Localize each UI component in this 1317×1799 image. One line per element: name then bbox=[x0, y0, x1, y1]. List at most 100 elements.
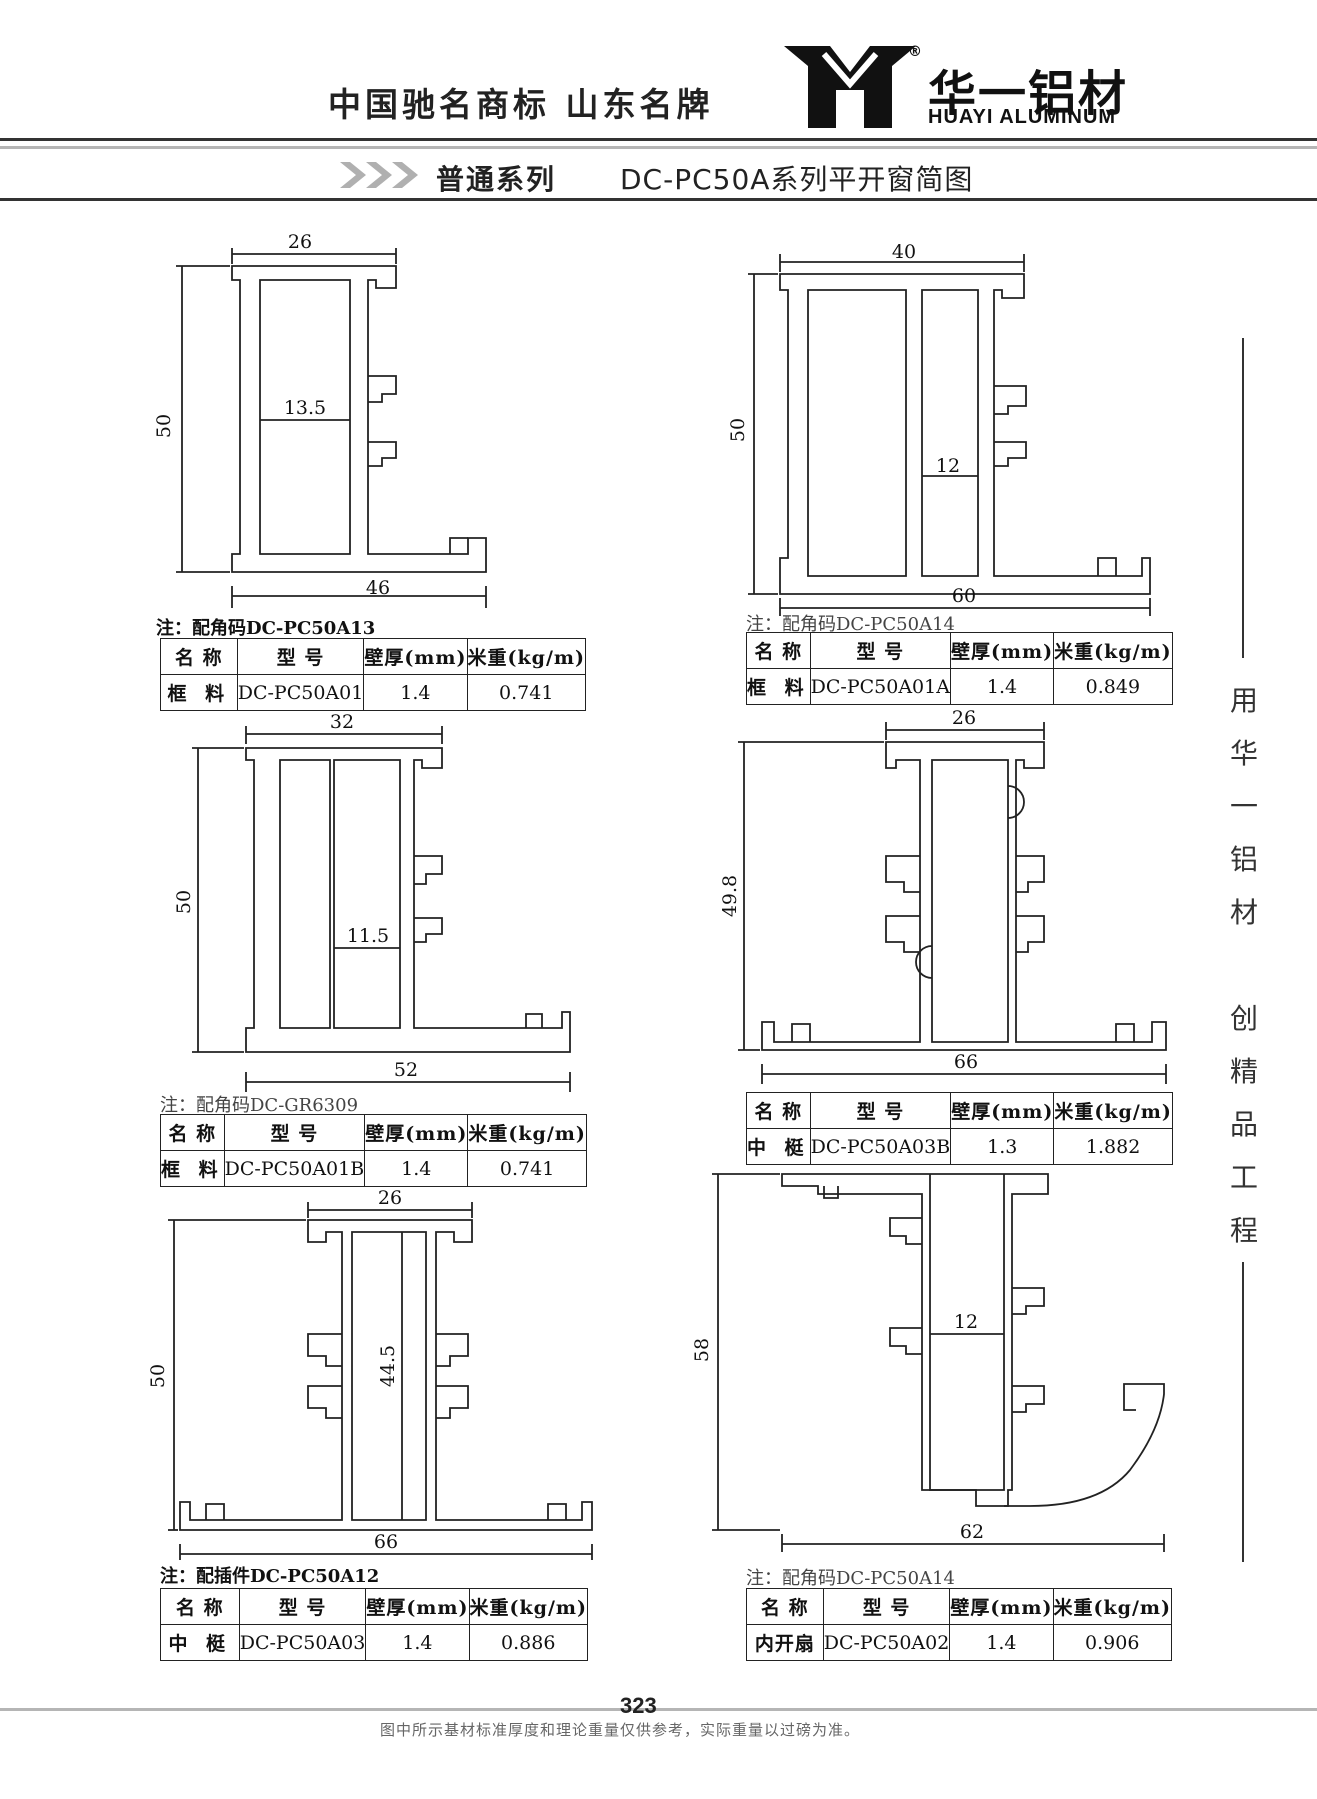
dim-height: 50 bbox=[727, 418, 749, 442]
dim-bottom: 62 bbox=[960, 1521, 984, 1543]
profile-note-p2: 注：配角码DC-PC50A14 bbox=[746, 614, 955, 635]
header-thickness: 壁厚(mm) bbox=[950, 1092, 1055, 1129]
dim-height: 50 bbox=[173, 890, 195, 914]
profile-drawing-p6: 58 12 62 bbox=[691, 1160, 1180, 1564]
cell-weight: 0.886 bbox=[468, 1624, 589, 1661]
header-name: 名 称 bbox=[746, 1588, 824, 1625]
dim-bottom: 46 bbox=[366, 577, 390, 599]
header-name: 名 称 bbox=[160, 1588, 240, 1625]
header-rule bbox=[0, 138, 1317, 141]
dim-inner: 11.5 bbox=[347, 925, 389, 947]
cell-weight: 0.849 bbox=[1053, 668, 1173, 705]
header-rule-gray bbox=[0, 146, 1317, 149]
chevron-right-icon bbox=[340, 158, 430, 192]
header-name: 名 称 bbox=[160, 638, 238, 675]
footer-rule bbox=[0, 1708, 1317, 1711]
dim-height: 58 bbox=[691, 1338, 713, 1362]
cell-name: 内开扇 bbox=[746, 1624, 824, 1661]
side-slogan-char: 材 bbox=[1229, 896, 1258, 929]
cell-model: DC-PC50A01A bbox=[809, 668, 951, 705]
cell-model: DC-PC50A01 bbox=[236, 674, 365, 711]
profile-drawing-p2: 40 50 12 60 bbox=[727, 236, 1156, 620]
header-thickness: 壁厚(mm) bbox=[949, 1588, 1054, 1625]
dim-height: 50 bbox=[147, 1364, 169, 1388]
profile-drawing-p1: 26 50 13.5 46 bbox=[150, 231, 530, 620]
header-model: 型 号 bbox=[822, 1588, 951, 1625]
header-weight: 米重(kg/m) bbox=[1053, 1092, 1173, 1129]
cell-weight: 0.741 bbox=[466, 674, 587, 711]
side-line-top bbox=[1242, 338, 1244, 658]
dim-inner: 12 bbox=[954, 1311, 978, 1333]
side-slogan-char: 程 bbox=[1229, 1214, 1258, 1247]
cell-weight: 1.882 bbox=[1053, 1128, 1173, 1165]
cell-weight: 0.741 bbox=[467, 1150, 587, 1187]
profile-note-p6: 注：配角码DC-PC50A14 bbox=[746, 1568, 955, 1589]
cell-name: 框 料 bbox=[160, 674, 238, 711]
header-weight: 米重(kg/m) bbox=[467, 1114, 587, 1151]
header-model: 型 号 bbox=[809, 1092, 952, 1129]
header-weight: 米重(kg/m) bbox=[1053, 632, 1173, 669]
huayi-logo-icon: 华 一 bbox=[784, 46, 916, 128]
header-thickness: 壁厚(mm) bbox=[365, 1588, 470, 1625]
header-thickness: 壁厚(mm) bbox=[949, 632, 1055, 669]
dim-top: 26 bbox=[952, 707, 976, 729]
cell-thickness: 1.4 bbox=[949, 1624, 1054, 1661]
side-slogan-char: 工 bbox=[1229, 1161, 1258, 1194]
registered-mark: ® bbox=[908, 44, 922, 60]
cell-thickness: 1.4 bbox=[363, 674, 468, 711]
dim-bottom: 66 bbox=[374, 1531, 398, 1553]
brand-name-cn: 华一铝材 bbox=[928, 66, 1129, 122]
cell-model: DC-PC50A03 bbox=[238, 1624, 367, 1661]
dim-top: 40 bbox=[892, 241, 916, 263]
side-slogan-char: 精 bbox=[1229, 1055, 1258, 1088]
cell-model: DC-PC50A02 bbox=[822, 1624, 951, 1661]
side-slogan-char: 品 bbox=[1229, 1108, 1258, 1141]
page-number: 323 bbox=[620, 1693, 657, 1718]
page-title: DC-PC50A系列平开窗简图 bbox=[620, 163, 974, 196]
dim-bottom: 52 bbox=[394, 1059, 418, 1081]
header-weight: 米重(kg/m) bbox=[1052, 1588, 1173, 1625]
cell-name: 中 梃 bbox=[160, 1624, 240, 1661]
side-slogan-char: 铝 bbox=[1229, 843, 1258, 876]
profile-note-p3: 注：配角码DC-GR6309 bbox=[160, 1095, 359, 1116]
header-thickness: 壁厚(mm) bbox=[363, 638, 468, 675]
spec-table-p6: 名 称 型 号 壁厚(mm) 米重(kg/m) 内开扇 DC-PC50A02 1… bbox=[746, 1588, 1173, 1661]
cell-thickness: 1.4 bbox=[949, 668, 1055, 705]
side-slogan: 用 华 一 铝 材 创 精 品 工 程 bbox=[1226, 674, 1262, 1257]
title-rule bbox=[0, 198, 1317, 201]
side-slogan-char: 创 bbox=[1229, 1002, 1258, 1035]
side-slogan-char bbox=[1226, 939, 1262, 992]
header-weight: 米重(kg/m) bbox=[466, 638, 587, 675]
cell-weight: 0.906 bbox=[1052, 1624, 1173, 1661]
cell-model: DC-PC50A03B bbox=[809, 1128, 952, 1165]
dim-top: 32 bbox=[330, 711, 354, 733]
header-model: 型 号 bbox=[238, 1588, 367, 1625]
cell-name: 框 料 bbox=[746, 668, 811, 705]
dim-height: 50 bbox=[153, 414, 175, 438]
cell-name: 框 料 bbox=[160, 1150, 225, 1187]
profile-drawing-p4: 26 49.8 66 bbox=[719, 707, 1172, 1096]
header-name: 名 称 bbox=[160, 1114, 225, 1151]
header-name: 名 称 bbox=[746, 632, 811, 669]
cell-thickness: 1.4 bbox=[365, 1624, 470, 1661]
header-slogan: 中国驰名商标 山东名牌 bbox=[328, 85, 714, 124]
dim-height: 49.8 bbox=[719, 875, 741, 917]
spec-table-p5: 名 称 型 号 壁厚(mm) 米重(kg/m) 中 梃 DC-PC50A03 1… bbox=[160, 1588, 589, 1661]
side-line-bottom bbox=[1242, 1262, 1244, 1562]
cell-model: DC-PC50A01B bbox=[223, 1150, 366, 1187]
dim-top: 26 bbox=[378, 1187, 402, 1209]
header-model: 型 号 bbox=[236, 638, 365, 675]
spec-table-p4: 名 称 型 号 壁厚(mm) 米重(kg/m) 中 梃 DC-PC50A03B … bbox=[746, 1092, 1173, 1165]
dim-inner: 44.5 bbox=[377, 1345, 399, 1387]
side-slogan-char: 华 bbox=[1229, 737, 1258, 770]
dim-bottom: 66 bbox=[954, 1051, 978, 1073]
cell-thickness: 1.3 bbox=[950, 1128, 1055, 1165]
spec-table-p3: 名 称 型 号 壁厚(mm) 米重(kg/m) 框 料 DC-PC50A01B … bbox=[160, 1114, 587, 1187]
brand-name-en: HUAYI ALUMINUM bbox=[928, 106, 1117, 128]
header-model: 型 号 bbox=[809, 632, 951, 669]
logo-mark-text: 华 一 bbox=[837, 113, 863, 127]
profile-drawing-p5: 26 50 44.5 66 bbox=[147, 1180, 600, 1564]
dim-bottom: 60 bbox=[952, 585, 976, 607]
side-slogan-char: 用 bbox=[1229, 684, 1258, 717]
header-thickness: 壁厚(mm) bbox=[364, 1114, 469, 1151]
